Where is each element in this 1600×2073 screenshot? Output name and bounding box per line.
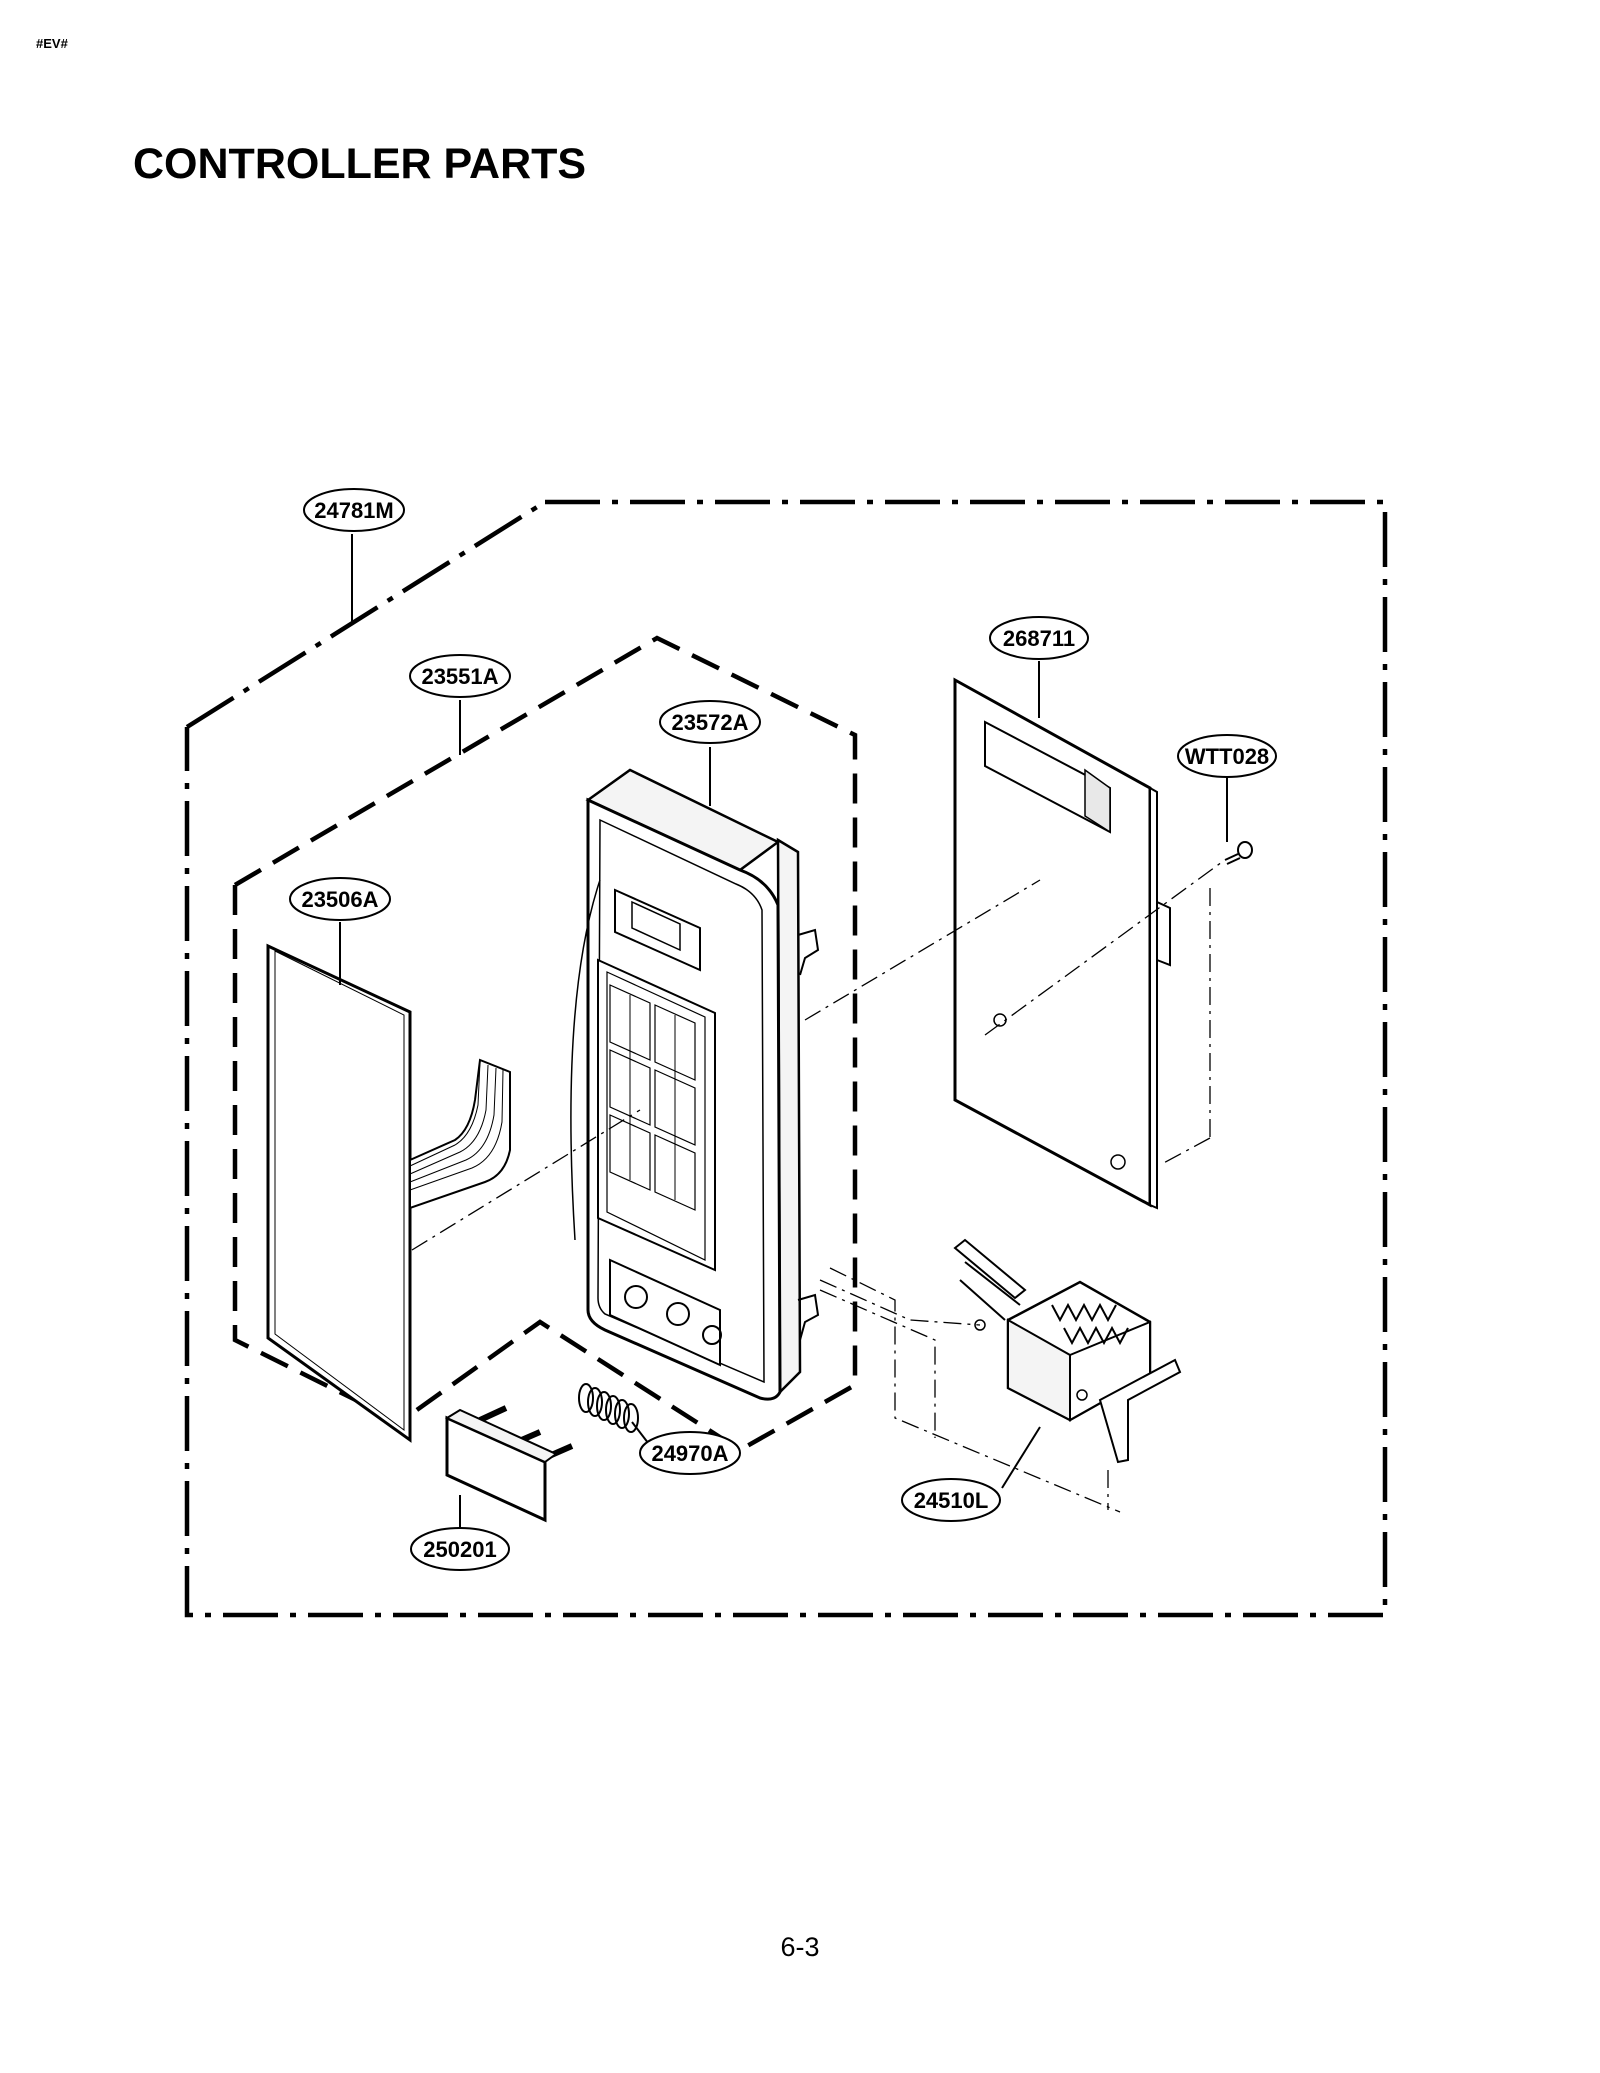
spring-part: [578, 1383, 639, 1433]
callout-spring: 24970A: [639, 1431, 741, 1475]
svg-text:24781M: 24781M: [314, 498, 394, 523]
svg-text:24510L: 24510L: [914, 1488, 989, 1513]
callout-button: 250201: [410, 1527, 510, 1571]
page-number: 6-3: [780, 1932, 820, 1962]
svg-text:23551A: 23551A: [421, 664, 498, 689]
latch-board-part: [953, 1238, 1182, 1464]
svg-text:23506A: 23506A: [301, 887, 378, 912]
document-code: #EV#: [36, 36, 68, 51]
pcb-part: [953, 677, 1171, 1210]
assembly-boundary-diagonal: [185, 500, 547, 729]
page-title: CONTROLLER PARTS: [133, 140, 587, 188]
callout-control-panel: 23572A: [659, 700, 761, 744]
callout-screw: WTT028: [1177, 734, 1277, 778]
svg-text:250201: 250201: [423, 1537, 496, 1562]
button-part: [444, 1405, 574, 1523]
svg-text:268711: 268711: [1003, 626, 1075, 651]
svg-text:23572A: 23572A: [671, 710, 748, 735]
callout-panel-assembly: 23551A: [409, 654, 511, 698]
screw-part: [1224, 841, 1253, 865]
membrane-switch-part: [266, 943, 511, 1443]
panel-assembly-boundary: [233, 635, 858, 1452]
callout-membrane-switch: 23506A: [289, 877, 391, 921]
assembly-boundary: [184, 499, 1388, 1618]
assembly-lines: [411, 861, 1223, 1513]
callout-pcb: 268711: [989, 616, 1089, 660]
svg-text:WTT028: WTT028: [1185, 744, 1269, 769]
control-panel-part: [570, 768, 820, 1401]
callout-assembly: 24781M: [303, 488, 405, 532]
svg-text:24970A: 24970A: [651, 1441, 728, 1466]
callout-latch-board: 24510L: [901, 1478, 1001, 1522]
